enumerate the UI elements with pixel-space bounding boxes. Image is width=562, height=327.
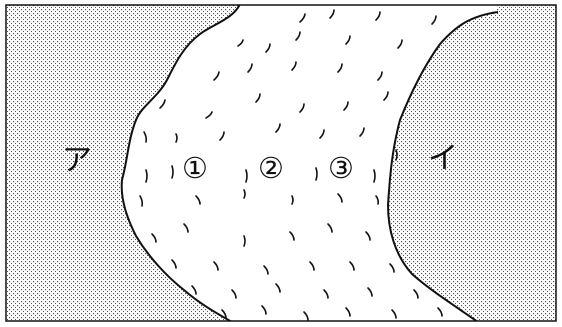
label-point-3: ③ [328, 151, 354, 185]
label-point-2: ② [258, 151, 284, 185]
label-bank-left: ア [62, 143, 92, 178]
label-bank-right: イ [428, 141, 458, 176]
label-point-1: ① [182, 151, 208, 185]
